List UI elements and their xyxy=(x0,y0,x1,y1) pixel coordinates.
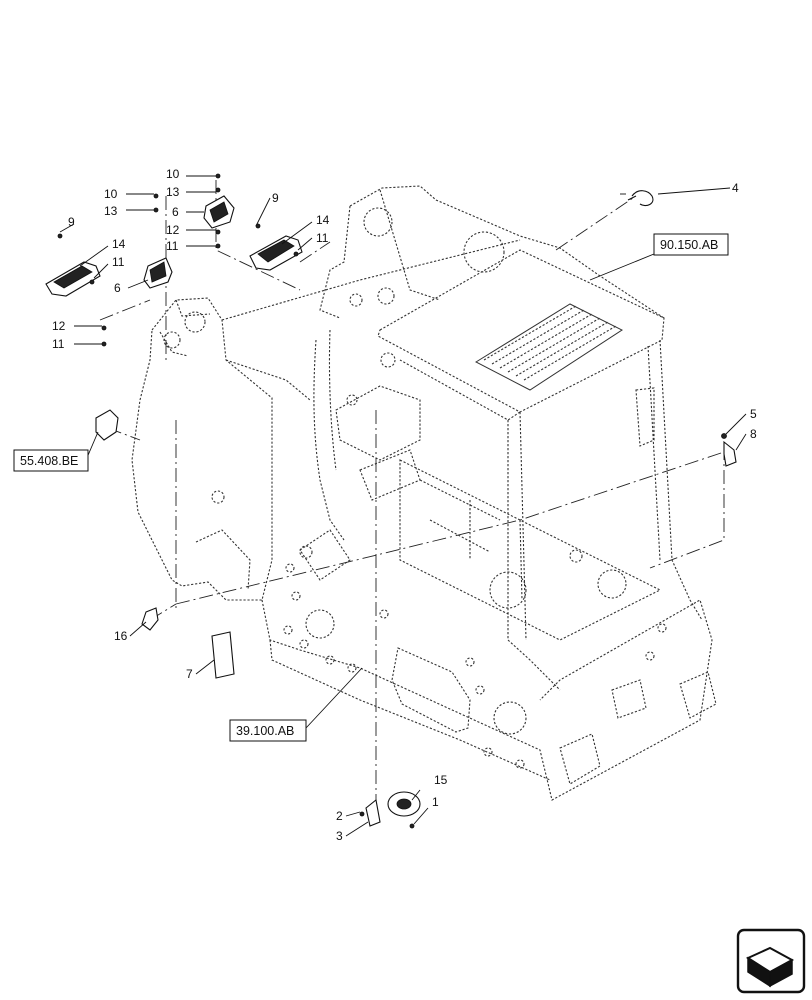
reference-frame-label: 39.100.AB xyxy=(236,724,294,738)
callout-11: 11 xyxy=(112,255,125,269)
light-assembly-left xyxy=(45,193,173,347)
bracket-parts-5-8 xyxy=(721,433,737,467)
callout-14: 14 xyxy=(112,237,126,251)
callout-12: 12 xyxy=(52,319,66,333)
reference-box-lights[interactable]: 55.408.BE xyxy=(13,449,89,472)
center-lines xyxy=(99,180,725,800)
callout-13: 13 xyxy=(104,204,118,218)
light-assembly-right xyxy=(203,173,303,271)
clip-part-4 xyxy=(627,190,654,207)
callout-13: 13 xyxy=(166,185,180,199)
callout-11: 11 xyxy=(316,231,329,245)
side-light xyxy=(95,409,119,441)
grommet-part-16 xyxy=(141,607,159,631)
horn-assembly xyxy=(359,791,421,829)
callout-9: 9 xyxy=(68,215,75,229)
callout-3: 3 xyxy=(336,829,343,843)
bolt-heads xyxy=(283,563,667,769)
callout-15: 15 xyxy=(434,773,448,787)
reference-cab-label: 90.150.AB xyxy=(660,238,718,252)
roof-vent-grid xyxy=(474,303,624,391)
callout-10: 10 xyxy=(104,187,118,201)
callout-8: 8 xyxy=(750,427,757,441)
callout-1: 1 xyxy=(432,795,439,809)
callout-16: 16 xyxy=(114,629,128,643)
label-part-7 xyxy=(211,631,235,679)
callout-14: 14 xyxy=(316,213,330,227)
callout-10: 10 xyxy=(166,167,180,181)
callout-6: 6 xyxy=(114,281,121,295)
callout-numbers: 10 13 6 12 11 10 13 9 14 11 6 12 11 9 14… xyxy=(52,167,757,843)
callout-4: 4 xyxy=(732,181,739,195)
callout-9: 9 xyxy=(272,191,279,205)
reference-box-frame[interactable]: 39.100.AB xyxy=(229,719,307,742)
reference-lights-label: 55.408.BE xyxy=(20,454,78,468)
parts xyxy=(45,173,737,829)
next-page-arrow-icon[interactable] xyxy=(736,928,806,994)
callout-2: 2 xyxy=(336,809,343,823)
callout-11: 11 xyxy=(166,239,179,253)
machine-frame xyxy=(131,185,717,801)
leader-lines xyxy=(59,175,747,837)
reference-box-cab[interactable]: 90.150.AB xyxy=(653,233,729,256)
callout-6: 6 xyxy=(172,205,179,219)
callout-11: 11 xyxy=(52,337,65,351)
callout-12: 12 xyxy=(166,223,180,237)
callout-5: 5 xyxy=(750,407,757,421)
callout-7: 7 xyxy=(186,667,193,681)
